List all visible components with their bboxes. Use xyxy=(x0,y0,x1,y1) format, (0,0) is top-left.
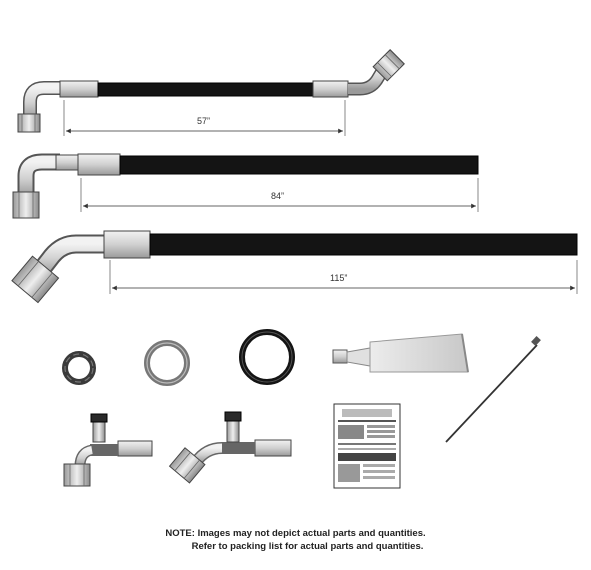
length-label-57: 57” xyxy=(197,116,211,126)
hose-84 xyxy=(12,153,479,219)
hex-nut-icon xyxy=(11,255,60,304)
note-line-2: Refer to packing list for actual parts a… xyxy=(191,541,424,552)
hose-115 xyxy=(11,230,578,304)
service-port-fitting-icon xyxy=(63,413,153,487)
note-line-1: NOTE: Images may not depict actual parts… xyxy=(165,528,426,539)
o-ring-small-icon xyxy=(62,351,96,385)
length-label-84: 84” xyxy=(271,191,285,201)
hex-nut-icon xyxy=(12,191,40,219)
o-ring-large-icon xyxy=(239,329,295,385)
lubricant-tube-icon xyxy=(332,333,469,373)
o-ring-medium-icon xyxy=(144,340,190,386)
hex-nut-icon xyxy=(372,49,405,82)
instruction-sheet-icon xyxy=(333,403,401,489)
cable-tie-icon xyxy=(445,336,541,443)
length-label-115: 115” xyxy=(330,273,348,283)
service-port-fitting-icon xyxy=(168,411,292,484)
hose-57 xyxy=(17,49,405,136)
hex-nut-icon xyxy=(17,113,41,133)
